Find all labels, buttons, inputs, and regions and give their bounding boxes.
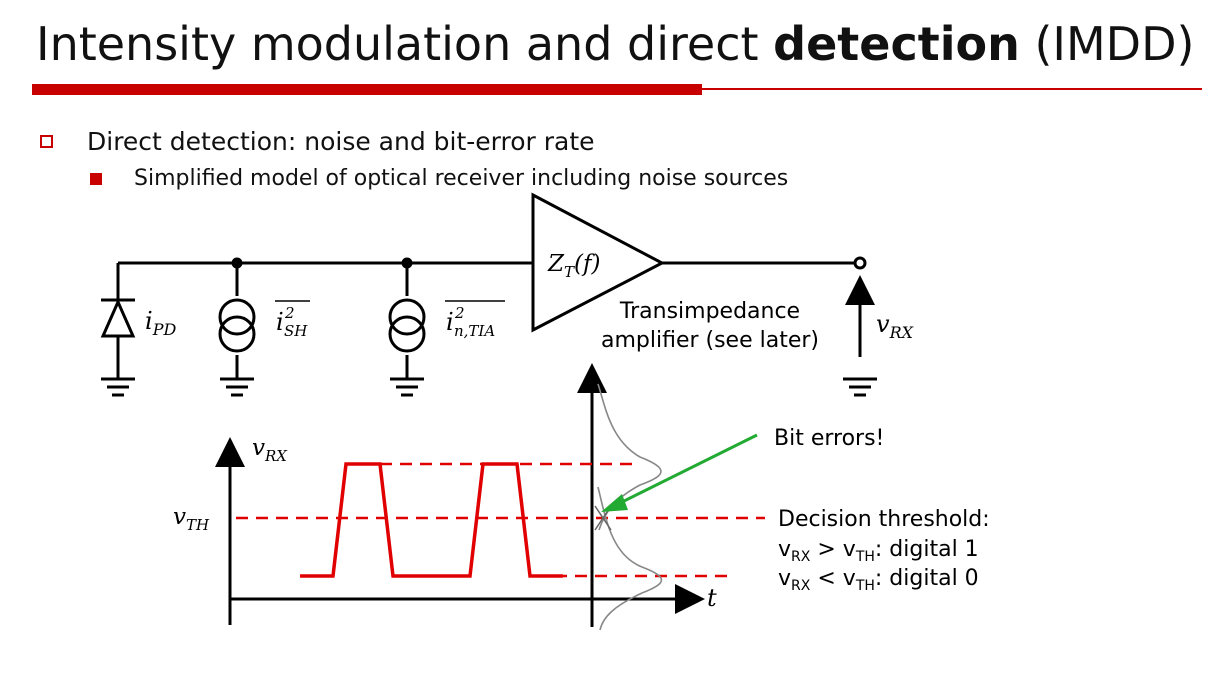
plot-x-label: t xyxy=(707,584,717,612)
title-normal-part: Intensity modulation and direct xyxy=(36,17,774,71)
svg-text:i: i xyxy=(446,308,454,336)
output-voltage-label: vRX xyxy=(876,310,914,342)
plot-y-label: vRX xyxy=(252,435,288,465)
title-underline-red xyxy=(32,84,702,95)
ground-icon-4 xyxy=(843,377,877,397)
svg-text:2: 2 xyxy=(454,304,465,322)
amplifier-caption-line1: Transimpedance xyxy=(619,299,800,324)
bullet-level2-text: Simplified model of optical receiver inc… xyxy=(134,166,789,191)
amplifier-caption-line2: amplifier (see later) xyxy=(601,328,819,353)
amplifier-triangle-icon xyxy=(531,192,666,333)
bullet-level1-text: Direct detection: noise and bit-error ra… xyxy=(87,127,595,156)
page-title: Intensity modulation and direct detectio… xyxy=(36,14,1194,74)
svg-text:SH: SH xyxy=(284,322,308,340)
bullet-level2-icon xyxy=(90,173,102,185)
tia-noise-label: i 2 n,TIA xyxy=(445,300,505,340)
decision-title: Decision threshold: xyxy=(778,507,990,532)
bullet-level1-icon xyxy=(40,135,53,148)
bit-error-arrow-line xyxy=(617,433,758,506)
title-suffix: (IMDD) xyxy=(1019,17,1195,71)
decision-rule-0: vRX < vTH: digital 0 xyxy=(778,566,979,594)
shot-noise-source-icon xyxy=(218,298,256,353)
shot-noise-label: i 2 SH xyxy=(275,300,310,340)
title-underline-thin xyxy=(702,88,1202,90)
ground-icon-1 xyxy=(101,377,135,397)
signal-waveform xyxy=(300,462,563,578)
amplifier-label: ZT(f) xyxy=(547,251,600,281)
bit-errors-label: Bit errors! xyxy=(774,426,884,451)
bit-error-arrow-head-icon xyxy=(601,494,628,512)
photodiode-label: iPD xyxy=(145,307,176,339)
output-terminal-icon xyxy=(853,256,867,270)
photodiode-icon xyxy=(100,298,136,338)
ground-icon-2 xyxy=(220,377,254,397)
waveform-plot xyxy=(215,363,765,631)
ground-icon-3 xyxy=(390,377,424,397)
svg-text:n,TIA: n,TIA xyxy=(454,322,495,340)
title-bold-part: detection xyxy=(773,17,1020,71)
svg-text:i: i xyxy=(276,308,284,336)
tia-noise-source-icon xyxy=(388,298,426,353)
svg-text:2: 2 xyxy=(284,304,295,322)
decision-rule-1: vRX > vTH: digital 1 xyxy=(778,537,979,565)
circuit xyxy=(100,192,877,397)
threshold-label: vTH xyxy=(173,504,210,534)
